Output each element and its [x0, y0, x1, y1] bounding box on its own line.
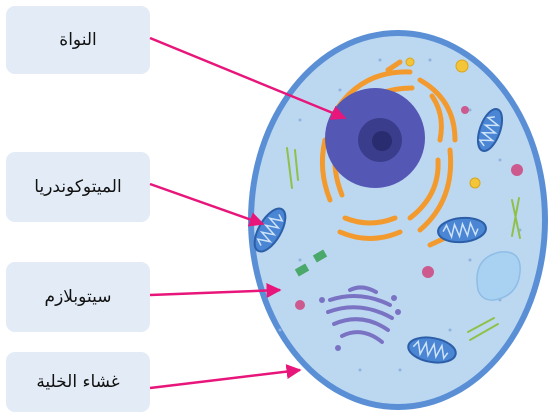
nucleolus-core [372, 131, 392, 151]
arrow-membrane [150, 370, 300, 388]
arrow-mitochondria [150, 184, 263, 224]
